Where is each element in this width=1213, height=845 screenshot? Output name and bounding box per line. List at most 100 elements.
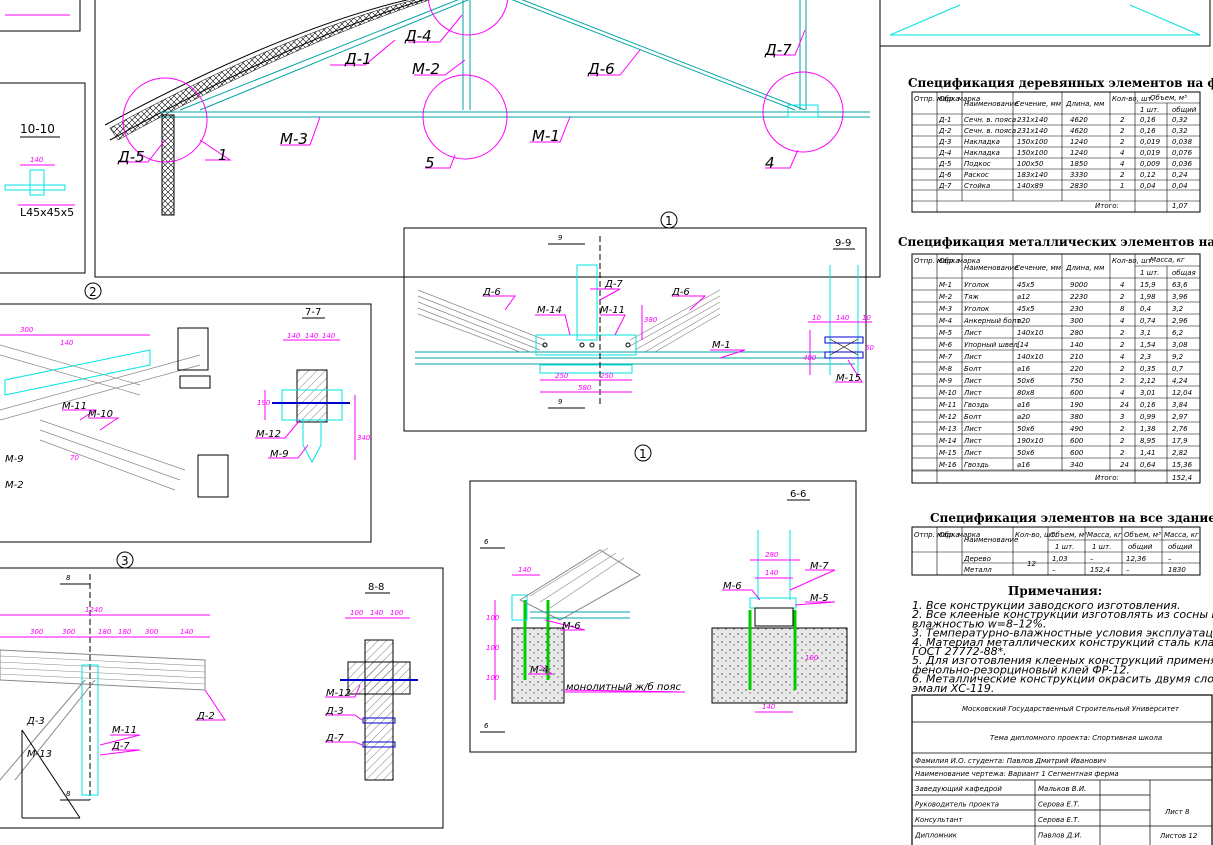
node-2-number: 2 — [89, 285, 97, 299]
node-3-detail: 3 8 8 1240 300 300 180 180 300 140 М-11 … — [0, 551, 444, 829]
metal-cell: М-14 — [939, 437, 956, 445]
metal-cell: Лист — [963, 437, 983, 445]
metal-cell: М-8 — [939, 365, 953, 373]
note-line: ГОСТ 27772-88*. — [912, 645, 1007, 658]
metal-cell: [14 — [1017, 341, 1029, 349]
metal-cell: 0,7 — [1172, 365, 1184, 373]
label-m1: М-1 — [532, 127, 560, 145]
section-6-6-dim-d: 190 — [805, 654, 819, 662]
wood-header-section: Сечение, мм — [1015, 100, 1062, 108]
metal-header-qty: Кол-во, шт. — [1112, 257, 1154, 265]
metal-cell: 600 — [1070, 449, 1084, 457]
tb-role-name: Павлов Д.И. — [1038, 832, 1082, 840]
section-9-9-dim-a: 140 — [836, 314, 850, 322]
section-7-7-m12: М-12 — [256, 429, 281, 440]
angle-label: L45x45x5 — [20, 206, 74, 219]
node-4-dim-d: 100 — [486, 674, 500, 682]
section-9-9-dim-c: 10 — [862, 314, 871, 322]
metal-cell: 190x10 — [1017, 437, 1044, 445]
tb-org: Московский Государственный Строительный … — [962, 705, 1180, 713]
wood-cell: Подкос — [964, 160, 991, 168]
metal-cell: 3,2 — [1172, 305, 1184, 313]
metal-cell: 8 — [1120, 305, 1125, 313]
label-d4: Д-4 — [404, 27, 432, 45]
section-7-7-dim-a: 140 — [287, 332, 301, 340]
metal-cell: 300 — [1070, 317, 1084, 325]
section-6-6-dim-b: 140 — [765, 569, 779, 577]
wood-cell: 0,24 — [1172, 171, 1188, 179]
metal-cell: М-9 — [939, 377, 953, 385]
note-line: эмали ХС-119. — [912, 682, 994, 695]
section-7-7-dim-c: 140 — [322, 332, 336, 340]
wood-total-value: 1,07 — [1172, 202, 1188, 210]
fragment-top-left — [0, 0, 81, 32]
metal-spec-table: Спецификация металлических элементов на … — [898, 235, 1213, 484]
note-line: 2. Все клееные конструкции изготовлять и… — [912, 608, 1213, 621]
wood-cell: 231x140 — [1017, 116, 1048, 124]
metal-cell: ⌀12 — [1017, 293, 1031, 301]
label-node-1: 1 — [218, 146, 228, 164]
metal-cell: Анкерный болт — [963, 317, 1021, 325]
metal-header-mark: Отпр. марка — [914, 257, 960, 265]
metal-cell: Упорный швел. — [964, 341, 1020, 349]
wood-header-qty: Кол-во, шт. — [1112, 95, 1154, 103]
section-10-10: 10-10 140 L45x45x5 — [0, 82, 86, 274]
metal-cell: 45x5 — [1017, 305, 1035, 313]
metal-cell: Уголок — [964, 305, 990, 313]
label-d7: Д-7 — [764, 41, 792, 59]
metal-cell: 490 — [1070, 425, 1084, 433]
node-3-number: 3 — [121, 554, 129, 568]
all-cell: 1830 — [1168, 566, 1186, 574]
node-3-dim-1: 300 — [30, 628, 44, 636]
metal-cell: 17,9 — [1172, 437, 1188, 445]
all-header-obr: Обр. марка — [939, 531, 980, 539]
all-cell: 1,03 — [1052, 555, 1068, 563]
section-6-6-dim-a: 280 — [765, 551, 779, 559]
metal-total-label: Итого: — [1095, 474, 1119, 482]
node-3-m13: М-13 — [27, 749, 52, 760]
node-1-m11: М-11 — [600, 305, 625, 316]
metal-cell: ⌀20 — [1017, 317, 1031, 325]
metal-total-value: 152,4 — [1172, 474, 1192, 482]
metal-cell: 12,04 — [1172, 389, 1192, 397]
metal-cell: 3,96 — [1172, 293, 1188, 301]
metal-cell: М-3 — [939, 305, 952, 313]
all-header-vol2: Объем, м³ — [1124, 531, 1161, 539]
section-7-7-m9: М-9 — [270, 449, 289, 460]
node-4-cut-2: 6 — [484, 722, 489, 730]
metal-cell: Лист — [963, 425, 983, 433]
metal-cell: 80x8 — [1017, 389, 1035, 397]
metal-header-length: Длина, мм — [1065, 264, 1105, 272]
section-8-8-title: 8-8 — [368, 582, 384, 593]
node-2-detail: 2 300 140 70 М-11 М-10 М-9 М-2 — [0, 282, 372, 543]
metal-cell: 3,84 — [1172, 401, 1188, 409]
section-9-9-dim-e: 400 — [803, 354, 817, 362]
all-spec-table: Спецификация элементов на все здание Отп… — [911, 511, 1213, 576]
metal-cell: 140x10 — [1017, 353, 1044, 361]
wood-cell: Д-3 — [938, 138, 951, 146]
all-cell: – — [1090, 555, 1094, 563]
metal-cell: 380 — [1070, 413, 1084, 421]
all-header-name: Наименование — [964, 536, 1018, 544]
metal-cell: 3 — [1120, 413, 1124, 421]
metal-cell: 4 — [1120, 281, 1124, 289]
note-line: 3. Температурно-влажностные условия эксп… — [912, 627, 1213, 640]
section-7-7-dim-b: 140 — [305, 332, 319, 340]
metal-cell: 2 — [1120, 341, 1125, 349]
title-block: Московский Государственный Строительный … — [911, 694, 1213, 845]
metal-cell: Болт — [964, 365, 983, 373]
metal-cell: 2 — [1120, 425, 1125, 433]
metal-cell: 0,74 — [1140, 317, 1156, 325]
metal-header-total: общая — [1172, 269, 1196, 277]
wood-header-obr: Обр. марка — [939, 95, 980, 103]
note-line: влажностью w=8–12%. — [912, 617, 1046, 630]
metal-cell: ⌀20 — [1017, 413, 1031, 421]
wood-cell: 0,04 — [1140, 182, 1156, 190]
wood-cell: Д-4 — [938, 149, 951, 157]
node-1-dim-b: 250 — [600, 372, 614, 380]
metal-cell: Лист — [963, 329, 983, 337]
all-cell: Металл — [964, 566, 992, 574]
tb-theme: Тема дипломного проекта: Спортивная школ… — [990, 734, 1162, 742]
metal-cell: М-5 — [939, 329, 953, 337]
